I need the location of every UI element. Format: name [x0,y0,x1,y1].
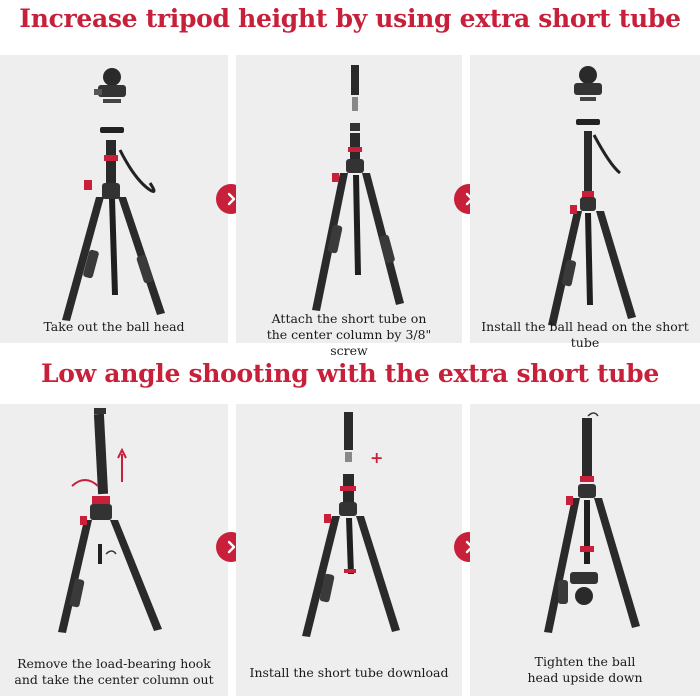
rotate-icon [71,479,99,487]
step-panel-remove-hook: Remove the load-bearing hook and take th… [0,404,228,696]
step-panel-install-ball-head: Install the ball head on the short tube [470,55,700,350]
section-title-low-angle: Low angle shooting with the extra short … [41,359,659,388]
chevron-right-icon [227,192,236,206]
step-panel-install-short-tube-down: + Install the short tube download [236,404,462,696]
tripod-illustration [312,65,404,311]
tripod-illustration [58,408,162,633]
step-caption: Take out the ball head [43,319,185,334]
plus-icon: + [370,448,384,467]
step-panel-take-out-ball-head: Take out the ball head [0,55,228,343]
tripod-illustration [302,412,400,637]
chevron-right-icon [227,540,236,554]
step-caption: Install the ball head on the short tube [481,319,689,350]
section-title-increase-height: Increase tripod height by using extra sh… [19,4,681,33]
tripod-illustration [544,412,640,633]
tripod-illustration [548,66,636,326]
tripod-illustration [62,68,165,321]
step-caption: Attach the short tube on the center colu… [266,311,432,358]
step-panel-tighten-ball-head: Tighten the ball head upside down [470,404,700,696]
step-caption: Tighten the ball head upside down [527,654,643,685]
step-panel-attach-short-tube: Attach the short tube on the center colu… [236,55,462,358]
step-caption: Install the short tube download [249,665,449,680]
step-caption: Remove the load-bearing hook and take th… [14,656,214,687]
